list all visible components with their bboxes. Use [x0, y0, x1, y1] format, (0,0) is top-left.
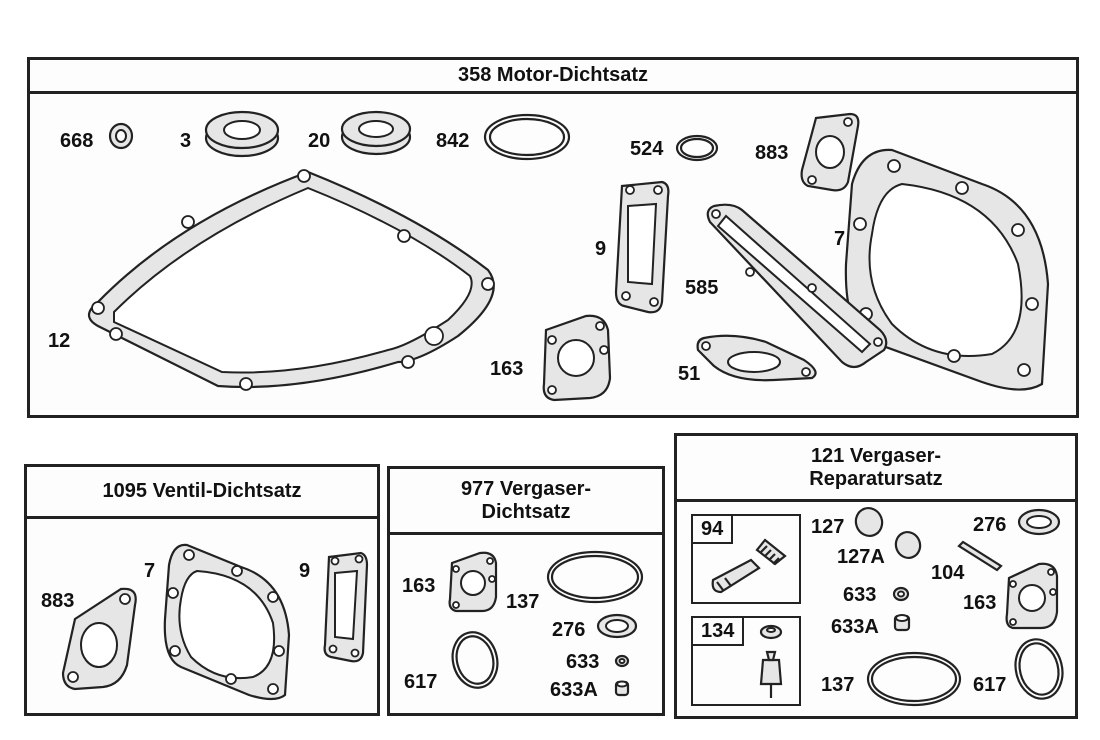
part-label-633A: 633A	[550, 679, 598, 701]
washer-668-part	[108, 122, 134, 150]
carb-repair-kit-title-line1: 121 Vergaser-	[810, 444, 942, 467]
part-label-163: 163	[402, 575, 436, 597]
part-label-883: 883	[41, 590, 75, 612]
part-label-51: 51	[678, 363, 701, 385]
part-label-668: 668	[60, 130, 94, 152]
oring-137-part	[865, 650, 963, 708]
part-label-163: 163	[963, 592, 997, 614]
carb-gasket-kit-header: 977 Vergaser- Dichtsatz	[390, 469, 662, 535]
motor-gasket-kit-panel: 358 Motor-Dichtsatz 668 3 20 842 524 883…	[27, 57, 1079, 418]
gasket-9-part	[612, 178, 672, 318]
seal-276-part	[1017, 508, 1061, 536]
part-label-617: 617	[404, 671, 438, 693]
motor-kit-title: 358 Motor-Dichtsatz	[457, 64, 649, 86]
valve-kit-header: 1095 Ventil-Dichtsatz	[27, 467, 377, 519]
cap-633A-part	[614, 679, 630, 697]
part-label-7: 7	[144, 560, 156, 582]
part-label-276: 276	[552, 619, 586, 641]
gasket-585-part	[702, 200, 890, 370]
part-label-104: 104	[931, 562, 965, 584]
carb-gasket-kit-title-line1: 977 Vergaser-	[460, 477, 592, 500]
part-label-524: 524	[630, 138, 664, 160]
valve-kit-title: 1095 Ventil-Dichtsatz	[102, 480, 302, 502]
part-label-127A: 127A	[837, 546, 885, 568]
oring-137-part	[545, 549, 645, 605]
valve-gasket-kit-panel: 1095 Ventil-Dichtsatz 883 7 9	[24, 464, 380, 716]
part-label-276: 276	[973, 514, 1007, 536]
sub-kit-94-box: 94	[691, 514, 801, 604]
part-label-163: 163	[490, 358, 524, 380]
part-label-12: 12	[48, 330, 71, 352]
head-gasket-7-part	[842, 144, 1052, 396]
part-label-7: 7	[834, 228, 846, 250]
oring-842-part	[482, 112, 572, 162]
part-label-20: 20	[308, 130, 331, 152]
head-gasket-7-part	[161, 539, 293, 703]
gasket-883-part	[798, 110, 862, 194]
oil-seal-3-part	[204, 110, 280, 158]
part-label-9: 9	[299, 560, 311, 582]
gasket-163-part	[1003, 560, 1061, 632]
part-label-137: 137	[506, 591, 540, 613]
oil-seal-20-part	[340, 110, 412, 156]
carburetor-gasket-kit-panel: 977 Vergaser- Dichtsatz 163 137 276 617 …	[387, 466, 665, 716]
sub-kit-94-label: 94	[691, 514, 734, 544]
part-label-633: 633	[566, 651, 600, 673]
part-label-842: 842	[436, 130, 470, 152]
motor-kit-header: 358 Motor-Dichtsatz	[30, 60, 1076, 94]
part-label-633: 633	[843, 584, 877, 606]
carb-repair-kit-header: 121 Vergaser- Reparatursatz	[677, 436, 1075, 502]
part-label-633A: 633A	[831, 616, 879, 638]
gasket-883-part	[59, 583, 139, 693]
gasket-9-part	[321, 549, 369, 667]
part-label-883: 883	[755, 142, 789, 164]
sub-kit-134-label: 134	[691, 616, 745, 646]
part-label-9: 9	[595, 238, 607, 260]
washer-633-part	[892, 586, 910, 602]
part-label-127: 127	[811, 516, 845, 538]
gasket-163-part	[446, 549, 500, 615]
oring-524-part	[675, 134, 719, 162]
crankcase-gasket-12-part	[78, 166, 495, 396]
carburetor-repair-kit-panel: 121 Vergaser- Reparatursatz 94 134 127 1…	[674, 433, 1078, 719]
plug-127A-part	[893, 530, 923, 560]
washer-633-part	[614, 654, 630, 668]
cap-633A-part	[893, 612, 911, 632]
part-label-3: 3	[180, 130, 192, 152]
needle-valve-94-part	[707, 532, 789, 596]
gasket-163-part	[538, 310, 614, 404]
seal-276-part	[596, 613, 638, 639]
gasket-51-part	[694, 332, 822, 384]
plug-127-part	[853, 506, 885, 538]
part-label-585: 585	[685, 277, 719, 299]
sub-kit-134-box: 134	[691, 616, 801, 706]
carb-repair-kit-title-line2: Reparatursatz	[809, 467, 943, 490]
part-label-617: 617	[973, 674, 1007, 696]
float-valve-134-part	[751, 622, 791, 702]
part-label-137: 137	[821, 674, 855, 696]
oring-617-part	[1013, 636, 1065, 702]
pin-104-part	[955, 538, 1005, 574]
carb-gasket-kit-title-line2: Dichtsatz	[481, 500, 571, 523]
oring-617-part	[450, 629, 500, 691]
